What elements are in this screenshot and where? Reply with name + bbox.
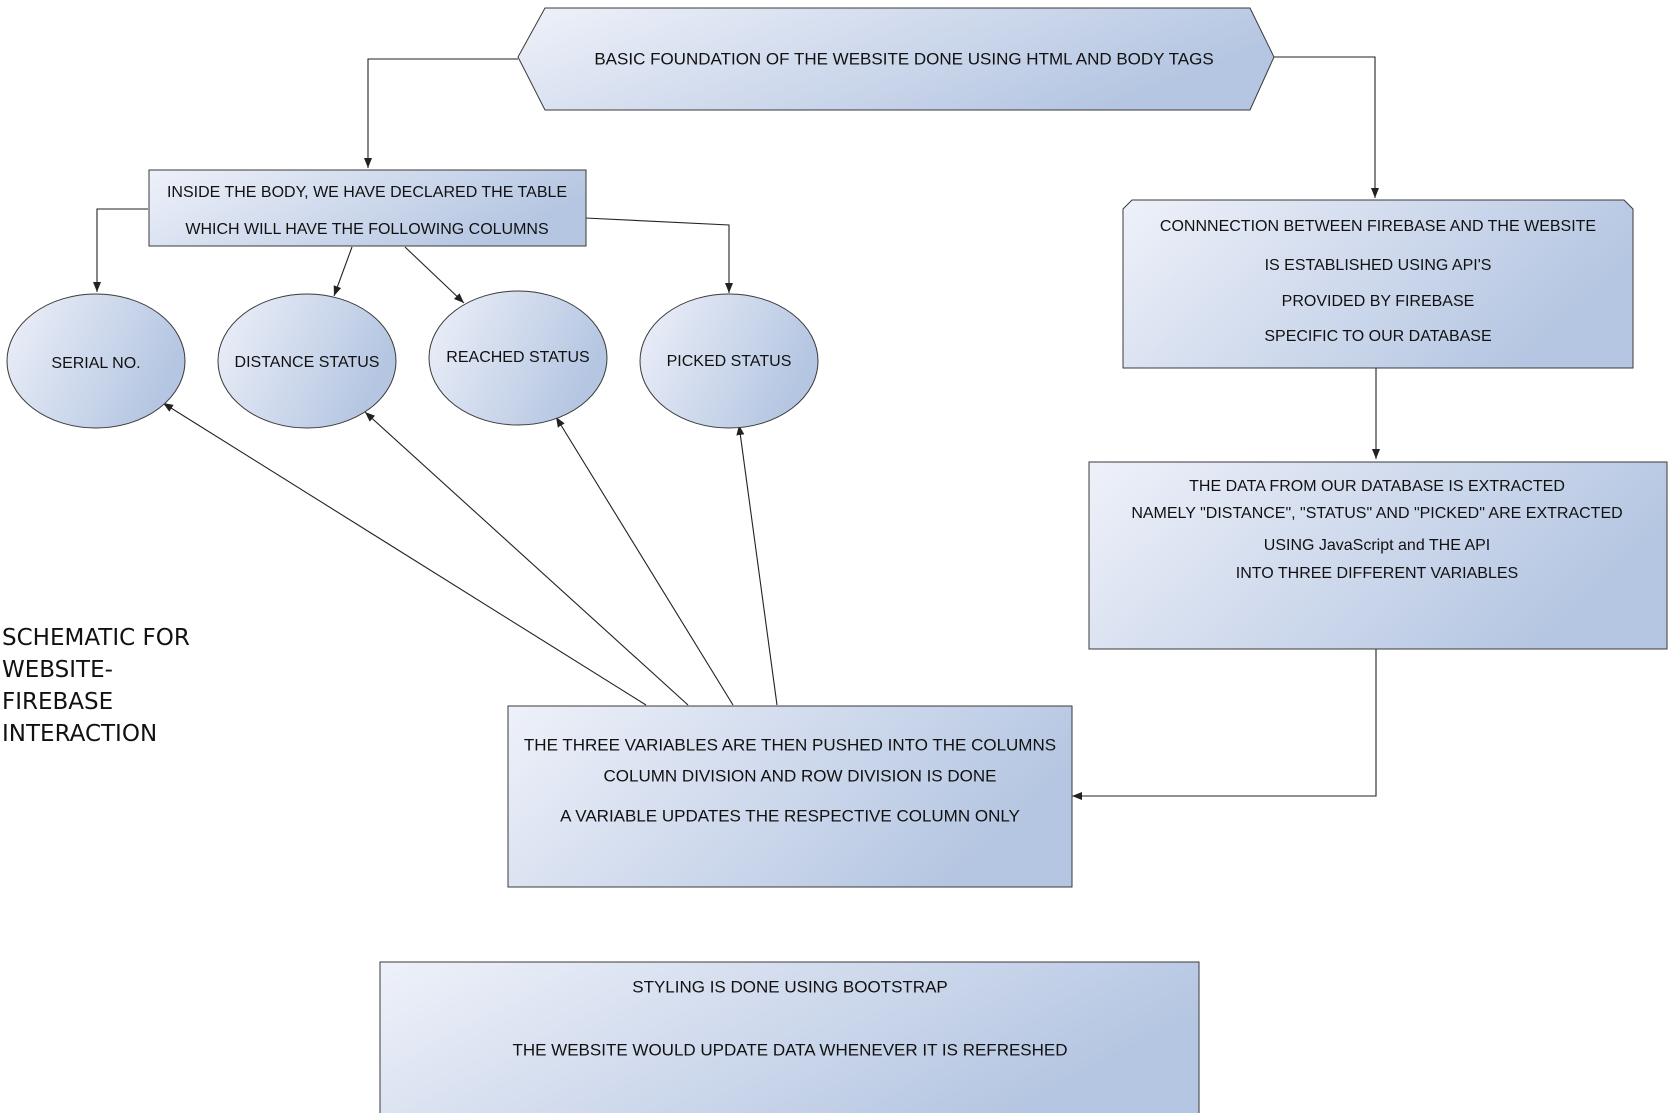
node-extraction-shape (1088, 461, 1668, 650)
node-foundation-shape (517, 7, 1275, 111)
node-table-shape (148, 169, 587, 247)
column-distance-label: DISTANCE STATUS (234, 354, 380, 371)
diagram-title: SCHEMATIC FOR WEBSITE- FIREBASE INTERACT… (2, 622, 190, 750)
push-label-line1: THE THREE VARIABLES ARE THEN PUSHED INTO… (523, 735, 1057, 755)
foundation-label: BASIC FOUNDATION OF THE WEBSITE DONE USI… (594, 49, 1214, 69)
push-label-line3: A VARIABLE UPDATES THE RESPECTIVE COLUMN… (560, 806, 1020, 826)
diagram-title-line2: WEBSITE- (2, 657, 113, 683)
diagram-title-line1: SCHEMATIC FOR (2, 625, 190, 651)
column-serial-label: SERIAL NO. (51, 355, 141, 372)
edge-table-to-picked (584, 217, 733, 293)
edge-foundation-to-connection (1271, 56, 1379, 198)
edge-push-to-distance (364, 411, 689, 706)
node-reached-shape (428, 290, 608, 426)
column-picked-label: PICKED STATUS (666, 353, 792, 370)
edge-table-to-serial (93, 208, 148, 292)
styling-label-line1: STYLING IS DONE USING BOOTSTRAP (632, 977, 948, 997)
edge-table-to-distance (333, 246, 353, 297)
styling-label-line2: THE WEBSITE WOULD UPDATE DATA WHENEVER I… (512, 1040, 1068, 1060)
table-label-line2: WHICH WILL HAVE THE FOLLOWING COLUMNS (185, 221, 549, 238)
node-push-shape (507, 705, 1073, 888)
edge-foundation-to-table (364, 58, 518, 168)
node-styling-shape (379, 961, 1200, 1113)
connection-label-line2: IS ESTABLISHED USING API'S (1264, 257, 1492, 274)
edge-push-to-reached (555, 416, 734, 706)
edge-push-to-picked (736, 424, 778, 706)
diagram-title-line3: FIREBASE (2, 689, 114, 715)
node-serial-shape (6, 293, 186, 429)
connection-label-line4: SPECIFIC TO OUR DATABASE (1264, 328, 1492, 345)
extraction-label-line2: NAMELY "DISTANCE", "STATUS" AND "PICKED"… (1131, 505, 1623, 522)
connection-label-line3: PROVIDED BY FIREBASE (1281, 293, 1475, 310)
extraction-label-line1: THE DATA FROM OUR DATABASE IS EXTRACTED (1189, 478, 1565, 495)
node-picked-shape (639, 293, 819, 429)
edge-table-to-reached (404, 246, 465, 304)
node-connection-shape (1122, 199, 1634, 369)
diagram-title-line4: INTERACTION (2, 721, 158, 747)
table-label-line1: INSIDE THE BODY, WE HAVE DECLARED THE TA… (166, 184, 568, 201)
push-label-line2: COLUMN DIVISION AND ROW DIVISION IS DONE (603, 766, 997, 786)
node-distance-shape (217, 293, 397, 429)
connection-label-line1: CONNNECTION BETWEEN FIREBASE AND THE WEB… (1159, 218, 1597, 235)
extraction-label-line3: USING JavaScript and THE API (1263, 537, 1491, 554)
extraction-label-line4: INTO THREE DIFFERENT VARIABLES (1235, 565, 1519, 582)
edge-push-to-serial (162, 402, 647, 706)
column-reached-label: REACHED STATUS (446, 349, 590, 366)
edge-extraction-to-push (1072, 649, 1377, 800)
